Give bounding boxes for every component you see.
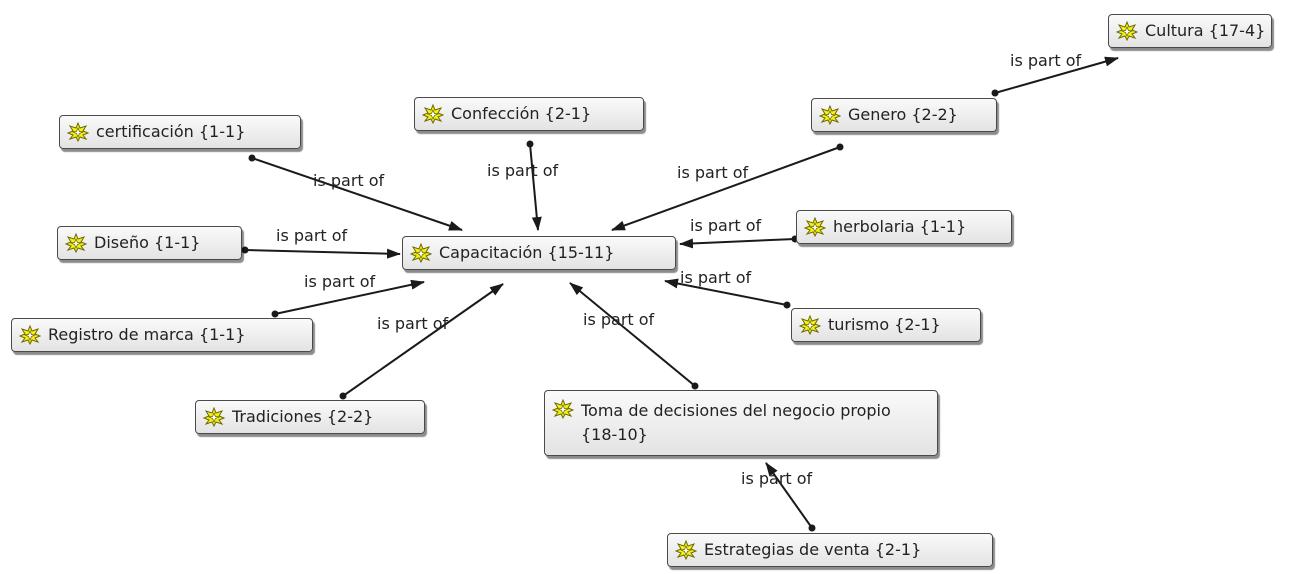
edge-registro-capacitacion	[271, 279, 425, 318]
code-node-toma-de-decisiones[interactable]: Toma de decisiones del negocio propio {1…	[544, 390, 938, 456]
edge-estrategias-toma	[765, 462, 816, 532]
edge-genero-capacitacion	[611, 143, 844, 231]
code-star-icon	[675, 540, 697, 560]
code-star-icon	[19, 325, 41, 345]
relation-label: is part of	[1010, 51, 1082, 70]
code-node-turismo[interactable]: turismo {2-1}	[791, 308, 981, 342]
node-label: herbolaria {1-1}	[833, 217, 967, 236]
relation-label: is part of	[677, 163, 749, 182]
code-node-cultura[interactable]: Cultura {17-4}	[1108, 14, 1272, 48]
relation-label: is part of	[313, 171, 385, 190]
relation-label: is part of	[377, 314, 449, 333]
code-star-icon	[799, 315, 821, 335]
node-label: Toma de decisiones del negocio propio {1…	[581, 401, 891, 444]
relation-label: is part of	[487, 161, 559, 180]
code-node-certificacion[interactable]: certificación {1-1}	[59, 115, 301, 149]
relation-label: is part of	[276, 226, 348, 245]
code-node-tradiciones[interactable]: Tradiciones {2-2}	[195, 400, 425, 434]
node-label: Registro de marca {1-1}	[48, 325, 246, 344]
code-star-icon	[1116, 21, 1138, 41]
edge-genero-cultura	[991, 56, 1119, 97]
node-label: Diseño {1-1}	[94, 233, 201, 252]
code-star-icon	[804, 217, 826, 237]
code-star-icon	[67, 122, 89, 142]
code-node-registro[interactable]: Registro de marca {1-1}	[11, 318, 313, 352]
node-label: Confección {2-1}	[451, 104, 592, 123]
code-node-estrategias[interactable]: Estrategias de venta {2-1}	[667, 533, 993, 567]
relation-label: is part of	[583, 310, 655, 329]
code-star-icon	[422, 104, 444, 124]
code-star-icon	[410, 243, 432, 263]
edge-toma-capacitacion	[569, 282, 699, 390]
edge-herbolaria-capacitacion	[679, 235, 799, 249]
node-label: Tradiciones {2-2}	[232, 407, 374, 426]
code-node-genero[interactable]: Genero {2-2}	[811, 98, 997, 132]
node-label: Estrategias de venta {2-1}	[704, 540, 922, 559]
node-label: Cultura {17-4}	[1145, 21, 1266, 40]
edge-diseno-capacitacion	[241, 246, 401, 259]
code-node-diseno[interactable]: Diseño {1-1}	[57, 226, 242, 260]
relation-label: is part of	[741, 469, 813, 488]
code-node-capacitacion[interactable]: Capacitación {15-11}	[402, 236, 676, 270]
code-star-icon	[65, 233, 87, 253]
node-label: certificación {1-1}	[96, 122, 246, 141]
node-label: Genero {2-2}	[848, 105, 958, 124]
relation-label: is part of	[690, 216, 762, 235]
code-star-icon	[819, 105, 841, 125]
edge-tradiciones-capacitacion	[339, 283, 504, 400]
code-node-herbolaria[interactable]: herbolaria {1-1}	[796, 210, 1012, 244]
relation-label: is part of	[304, 272, 376, 291]
code-star-icon	[203, 407, 225, 427]
edge-turismo-capacitacion	[664, 278, 791, 309]
code-star-icon	[552, 399, 574, 419]
node-label: Capacitación {15-11}	[439, 243, 615, 262]
edge-certificacion-capacitacion	[248, 154, 463, 231]
code-node-confeccion[interactable]: Confección {2-1}	[414, 97, 644, 131]
relation-label: is part of	[680, 268, 752, 287]
node-label: turismo {2-1}	[828, 315, 941, 334]
edge-confeccion-capacitacion	[526, 140, 542, 231]
